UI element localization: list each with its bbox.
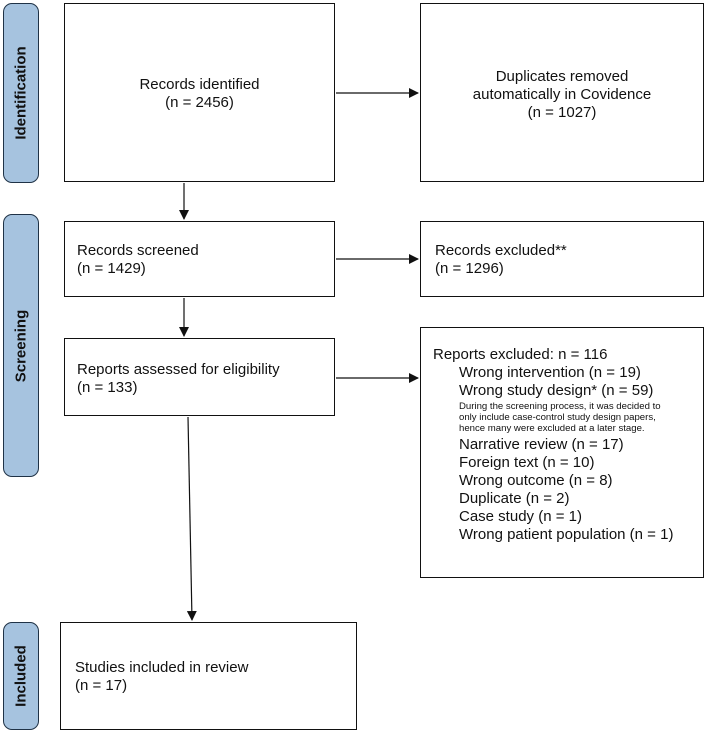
reason-wrong-intervention: Wrong intervention (n = 19): [459, 364, 641, 381]
study-design-note-line3: hence many were excluded at a later stag…: [459, 423, 645, 434]
records-screened-box: Records screened (n = 1429): [64, 221, 335, 297]
reason-duplicate: Duplicate (n = 2): [459, 490, 570, 507]
reason-wrong-population: Wrong patient population (n = 1): [459, 526, 674, 543]
study-design-note-line1: During the screening process, it was dec…: [459, 401, 661, 412]
reports-excluded-heading: Reports excluded: n = 116: [433, 346, 608, 363]
study-design-note-line2: only include case-control study design p…: [459, 412, 656, 423]
arrow-assessed-to-included: [186, 416, 197, 621]
reports-assessed-box: Reports assessed for eligibility (n = 13…: [64, 338, 335, 416]
records-excluded-box: Records excluded** (n = 1296): [420, 221, 704, 297]
duplicates-removed-line1: Duplicates removed: [495, 68, 629, 85]
reports-assessed-label: Reports assessed for eligibility: [77, 361, 280, 378]
records-identified-box: Records identified (n = 2456): [64, 3, 335, 182]
reports-excluded-box: Reports excluded: n = 116 Wrong interven…: [420, 327, 704, 578]
records-excluded-count: (n = 1296): [435, 260, 504, 277]
phase-screening: Screening: [3, 214, 39, 477]
records-screened-label: Records screened: [77, 242, 199, 259]
reason-wrong-study-design: Wrong study design* (n = 59): [459, 382, 654, 399]
phase-identification: Identification: [3, 3, 39, 183]
reports-assessed-count: (n = 133): [77, 379, 138, 396]
records-identified-label: Records identified: [139, 76, 260, 93]
reason-case-study: Case study (n = 1): [459, 508, 582, 525]
reason-wrong-outcome: Wrong outcome (n = 8): [459, 472, 613, 489]
reason-foreign-text: Foreign text (n = 10): [459, 454, 595, 471]
duplicates-removed-count: (n = 1027): [527, 104, 597, 121]
duplicates-removed-box: Duplicates removed automatically in Covi…: [420, 3, 704, 182]
reason-narrative-review: Narrative review (n = 17): [459, 436, 624, 453]
duplicates-removed-line2: automatically in Covidence: [472, 86, 652, 103]
studies-included-box: Studies included in review (n = 17): [60, 622, 357, 730]
phase-included: Included: [3, 622, 39, 730]
records-excluded-label: Records excluded**: [435, 242, 567, 259]
studies-included-label: Studies included in review: [75, 659, 249, 676]
studies-included-count: (n = 17): [75, 677, 128, 694]
records-screened-count: (n = 1429): [77, 260, 146, 277]
records-identified-count: (n = 2456): [165, 94, 234, 111]
